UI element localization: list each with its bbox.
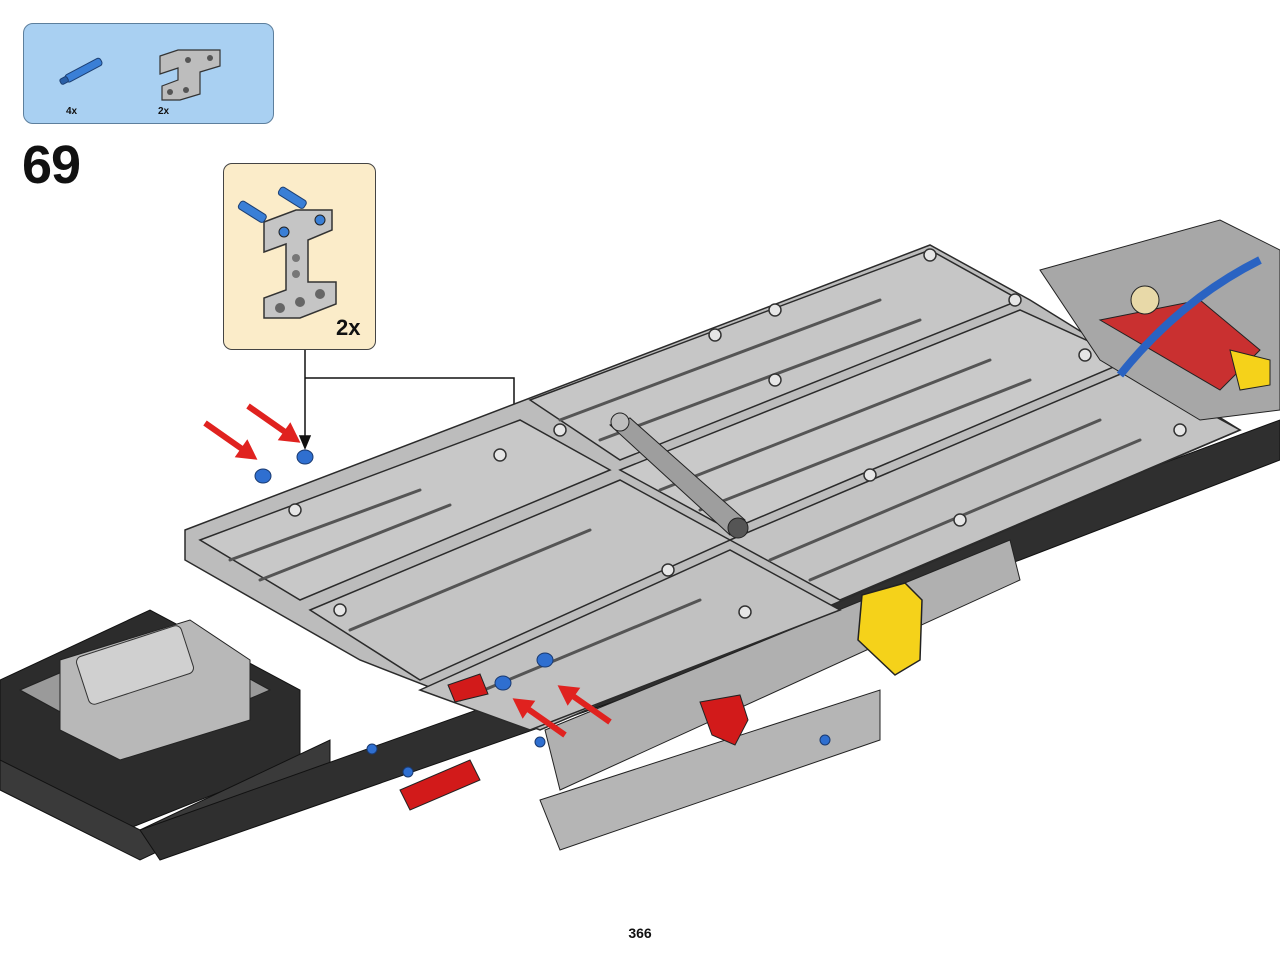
yellow-part [857,582,923,676]
deck-grooves [228,298,1142,702]
deck-holes [288,248,1187,619]
part-quantity: 4x [66,106,78,117]
page-number: 366 [628,925,652,941]
parts-list-illustration [59,49,221,101]
left-chassis-assembly [0,609,331,861]
callout-quantity: 2x [336,315,361,340]
subassembly-callout: 2x [223,163,376,350]
right-gear-assembly [1039,219,1280,421]
step-number: 69 [22,135,81,195]
gray-h-frame-icon [159,49,221,101]
red-pointer-arrows [203,403,612,738]
red-parts [399,673,749,811]
chassis-beams [139,419,1280,861]
part-quantity: 2x [158,106,170,117]
h-frame-with-pins-icon [237,186,337,319]
parts-list-box: 4x 2x [23,23,274,124]
link-bar [609,412,749,539]
blue-pins [254,449,831,778]
callout-leader-lines [298,350,521,632]
blue-axle-pin-icon [59,57,103,85]
